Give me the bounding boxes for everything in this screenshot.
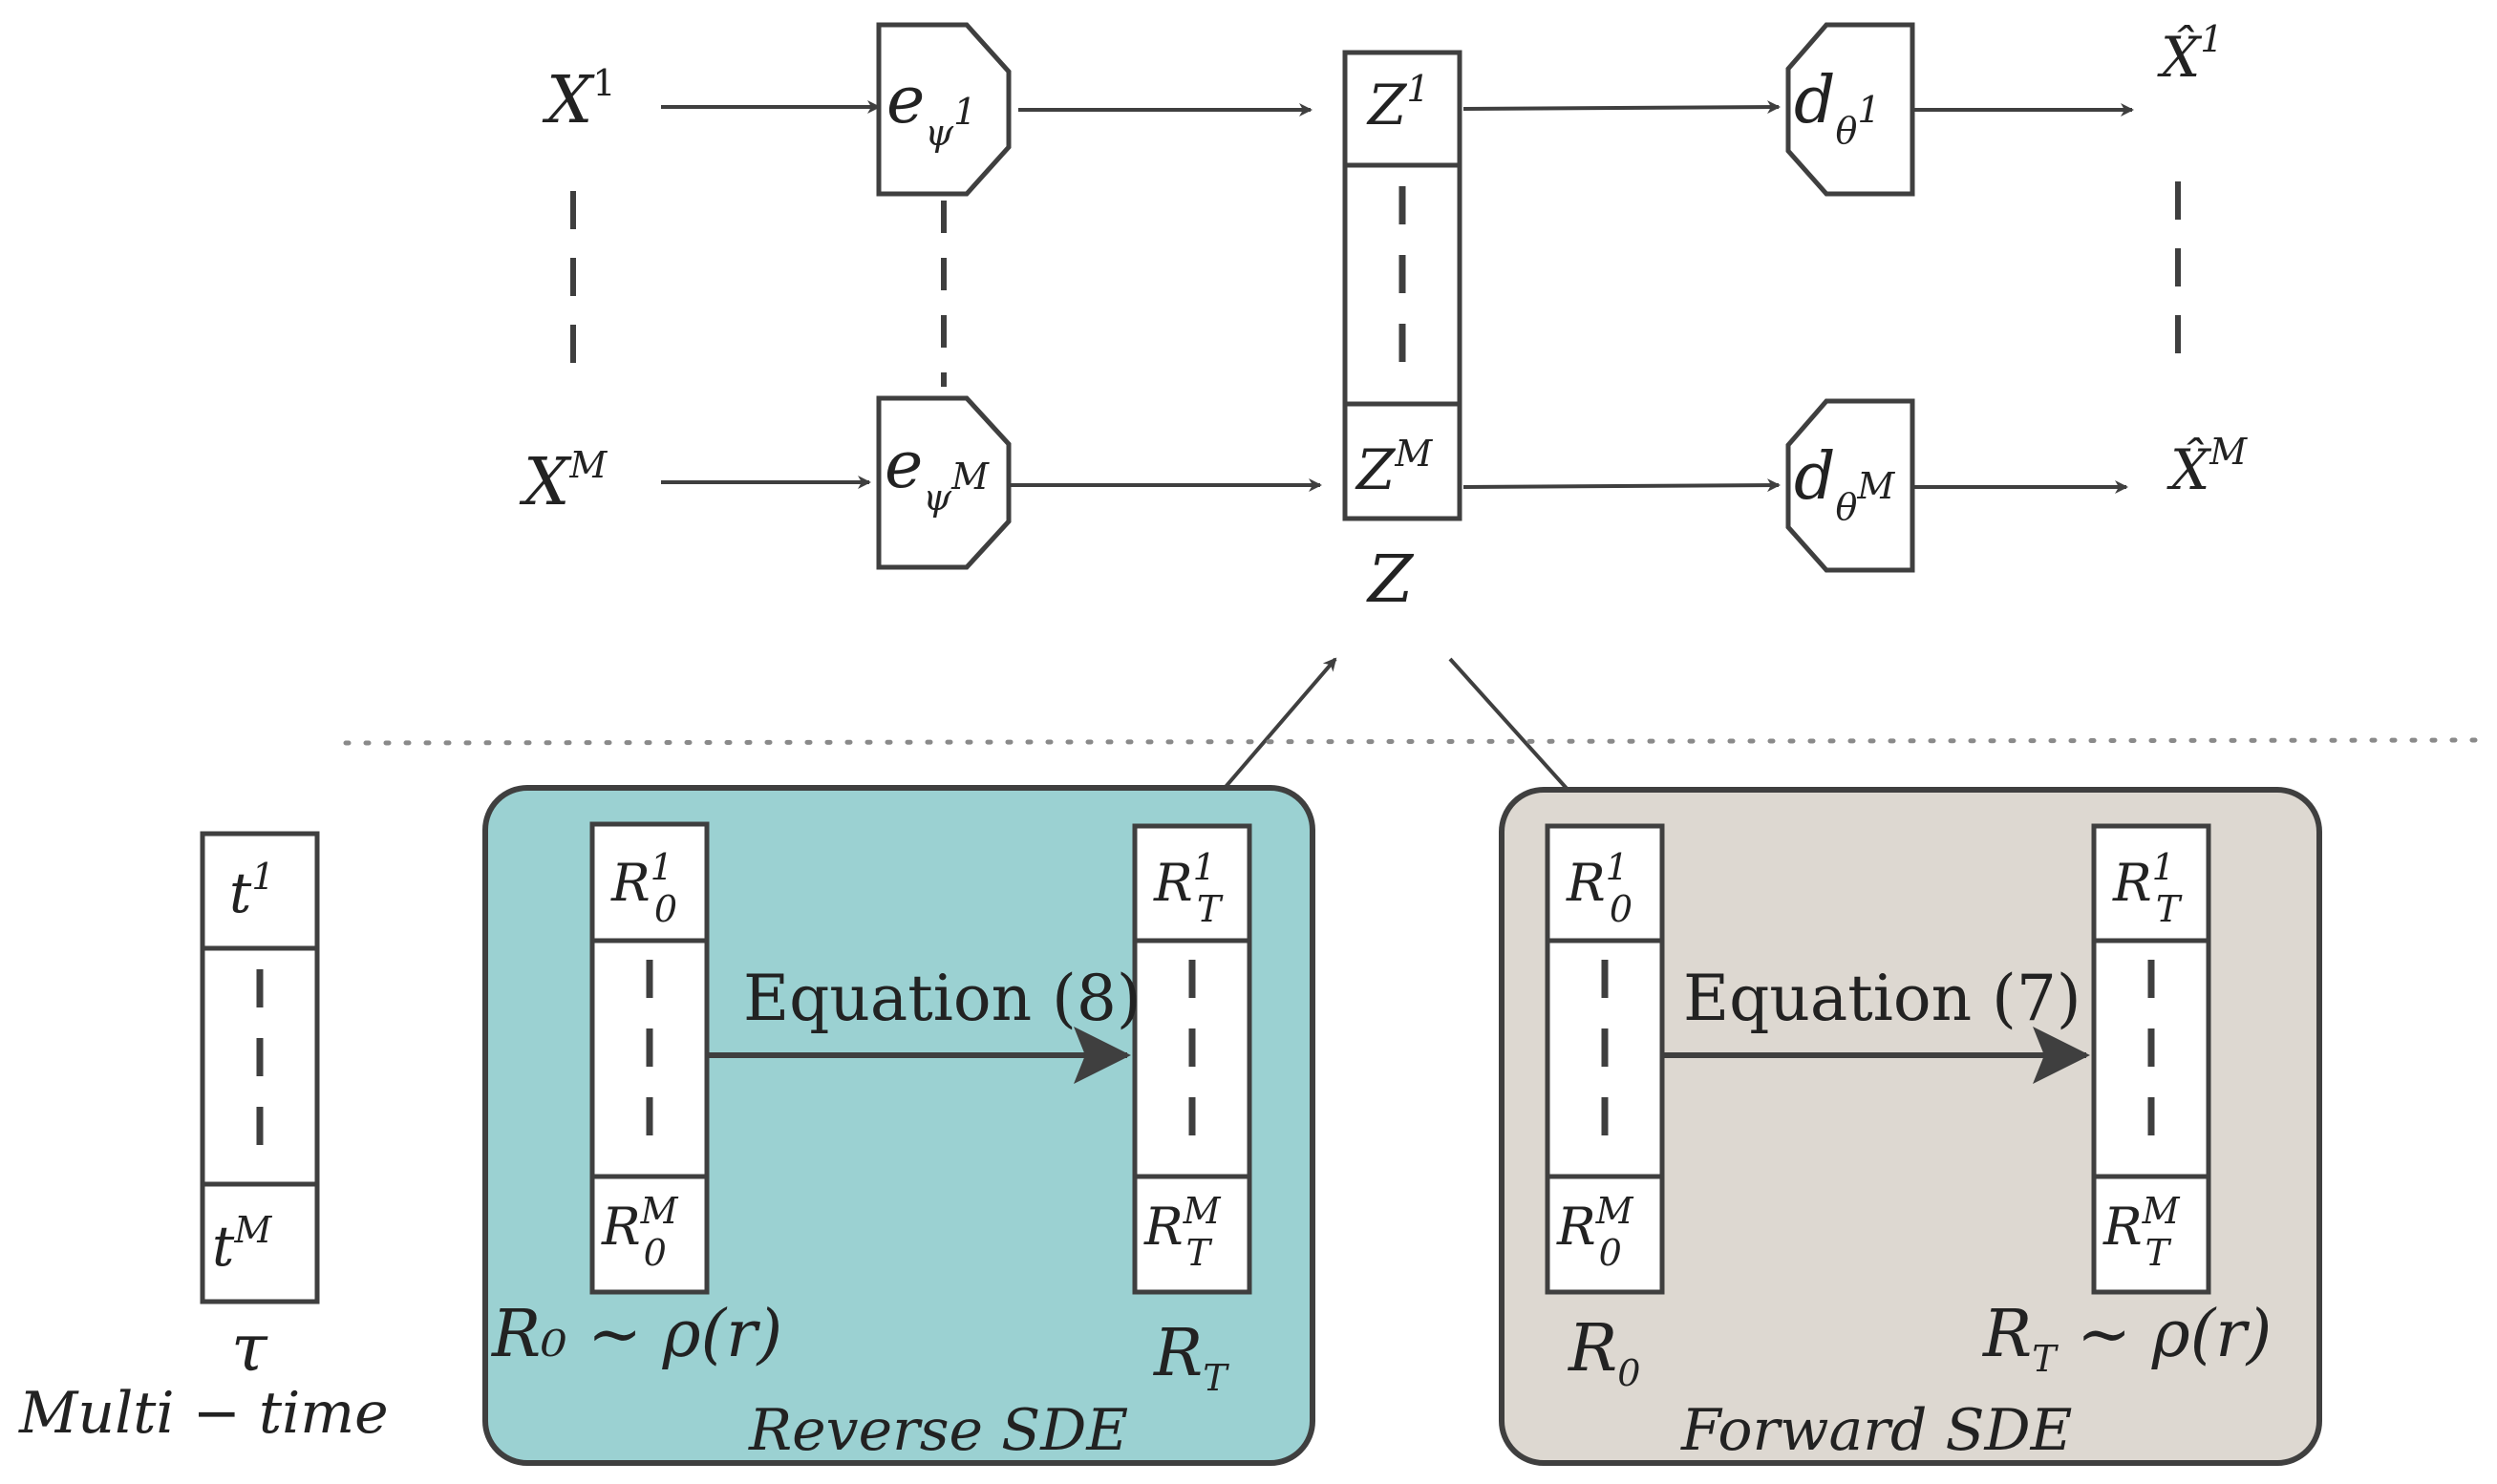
forward-right-caption: RT ∼ ρ(r) xyxy=(1981,1297,2272,1380)
encoder-1-sub: ψ xyxy=(925,112,954,154)
forward-right-bot-sup: M xyxy=(2142,1190,2181,1232)
input-xM-base: X xyxy=(519,445,572,520)
time-t1-sup: 1 xyxy=(251,856,274,898)
decoder-M-sub: θ xyxy=(1836,486,1858,528)
forward-right-caption-sub: T xyxy=(2032,1338,2059,1380)
output-xhat1-base: X̂ xyxy=(2157,24,2203,90)
arrow-z-to-forward xyxy=(1448,657,1590,814)
time-tM-base: t xyxy=(212,1214,235,1279)
input-xM-sup: M xyxy=(568,444,608,486)
reverse-left-bot-sub: 0 xyxy=(644,1232,667,1274)
forward-left-bot-sup: M xyxy=(1595,1190,1634,1232)
decoder-M-label: dθM xyxy=(1794,439,1895,528)
reverse-equation-label: Equation (8) xyxy=(743,962,1142,1035)
encoder-1-label: eψ1 xyxy=(886,63,976,154)
encoder-1-subsup: 1 xyxy=(953,91,976,133)
reverse-left-caption: R₀ ∼ ρ(r) xyxy=(490,1297,782,1372)
encoder-M-subsup: M xyxy=(950,456,990,498)
time-t1-base: t xyxy=(229,860,252,925)
encoder-block-M xyxy=(876,395,1012,570)
encoder-block-1 xyxy=(876,22,1012,197)
latent-z1-base: Z xyxy=(1366,73,1408,138)
forward-equation-label: Equation (7) xyxy=(1683,962,2081,1035)
reverse-right-top-sub: T xyxy=(1197,888,1224,930)
forward-left-top-sub: 0 xyxy=(1610,888,1633,930)
reverse-sde-caption: Reverse SDE xyxy=(748,1397,1128,1464)
decoder-M-base: d xyxy=(1794,439,1836,515)
time-tM-sup: M xyxy=(233,1209,272,1251)
forward-left-top-sup: 1 xyxy=(1606,846,1629,888)
decoder-block-1 xyxy=(1785,22,1915,197)
forward-left-caption-base: R xyxy=(1567,1311,1617,1387)
latent-z1-label: Z1 xyxy=(1366,68,1430,138)
time-t1-label: t1 xyxy=(229,856,275,925)
decoder-block-M xyxy=(1785,398,1915,573)
forward-left-bot-base: R xyxy=(1556,1197,1596,1257)
decoder-M-subsup: M xyxy=(1856,465,1895,507)
output-xhatM-sup: M xyxy=(2209,431,2248,473)
reverse-right-caption-base: R xyxy=(1152,1316,1203,1391)
decoder-1-subsup: 1 xyxy=(1857,89,1880,131)
input-x1-base: X xyxy=(542,63,595,138)
output-xhat1-sup: 1 xyxy=(2200,18,2223,60)
reverse-right-bot-base: R xyxy=(1143,1197,1184,1257)
forward-left-bot-sub: 0 xyxy=(1599,1232,1622,1274)
latent-zM-base: Z xyxy=(1355,437,1397,502)
input-x1-sup: 1 xyxy=(592,62,615,104)
reverse-left-top-sub: 0 xyxy=(654,888,677,930)
input-x1-label: X1 xyxy=(542,62,616,138)
arrow-zM-to-decoderM xyxy=(1462,478,1781,493)
forward-right-bot-base: R xyxy=(2102,1197,2143,1257)
time-caption: Multi − time xyxy=(18,1380,389,1447)
output-xhatM-label: X̂M xyxy=(2166,431,2248,502)
encoder-M-label: eψM xyxy=(885,428,990,519)
latent-z-caption: Z xyxy=(1366,542,1415,618)
output-xhatM-base: X̂ xyxy=(2166,436,2212,502)
reverse-left-bot-sup: M xyxy=(640,1190,679,1232)
encoder-1-base: e xyxy=(886,63,925,138)
latent-zM-label: ZM xyxy=(1355,433,1433,502)
time-tau-symbol: τ xyxy=(231,1311,268,1387)
time-tM-label: tM xyxy=(212,1209,272,1279)
reverse-left-top-sup: 1 xyxy=(651,846,673,888)
forward-sde-caption: Forward SDE xyxy=(1680,1397,2072,1464)
forward-left-top-base: R xyxy=(1566,853,1606,913)
reverse-right-caption: RT xyxy=(1152,1316,1229,1399)
decoder-1-base: d xyxy=(1794,63,1836,138)
forward-right-top-base: R xyxy=(2112,853,2152,913)
reverse-right-bot-sub: T xyxy=(1186,1232,1213,1274)
decoder-1-sub: θ xyxy=(1836,110,1858,152)
forward-left-caption: R0 xyxy=(1567,1311,1640,1394)
reverse-right-top-base: R xyxy=(1153,853,1193,913)
section-separator xyxy=(343,737,2490,746)
latent-z1-sup: 1 xyxy=(1406,68,1429,110)
reverse-right-bot-sup: M xyxy=(1183,1190,1222,1232)
reverse-left-top-base: R xyxy=(610,853,651,913)
encoder-M-sub: ψ xyxy=(923,477,952,519)
encoder-M-base: e xyxy=(885,428,923,503)
forward-right-caption-base: R xyxy=(1981,1297,2032,1372)
reverse-left-bot-base: R xyxy=(601,1197,641,1257)
reverse-right-caption-sub: T xyxy=(1203,1357,1229,1399)
forward-right-top-sup: 1 xyxy=(2152,846,2175,888)
input-xM-label: XM xyxy=(519,444,608,520)
forward-right-top-sub: T xyxy=(2156,888,2183,930)
output-xhat1-label: X̂1 xyxy=(2157,18,2223,90)
forward-right-caption-tail: ∼ ρ(r) xyxy=(2057,1297,2273,1372)
reverse-right-top-sup: 1 xyxy=(1193,846,1216,888)
forward-left-caption-sub: 0 xyxy=(1617,1352,1640,1394)
decoder-1-label: dθ1 xyxy=(1794,63,1881,152)
arrow-z1-to-decoder1 xyxy=(1462,100,1781,115)
forward-right-bot-sub: T xyxy=(2145,1232,2172,1274)
latent-zM-sup: M xyxy=(1394,433,1433,475)
